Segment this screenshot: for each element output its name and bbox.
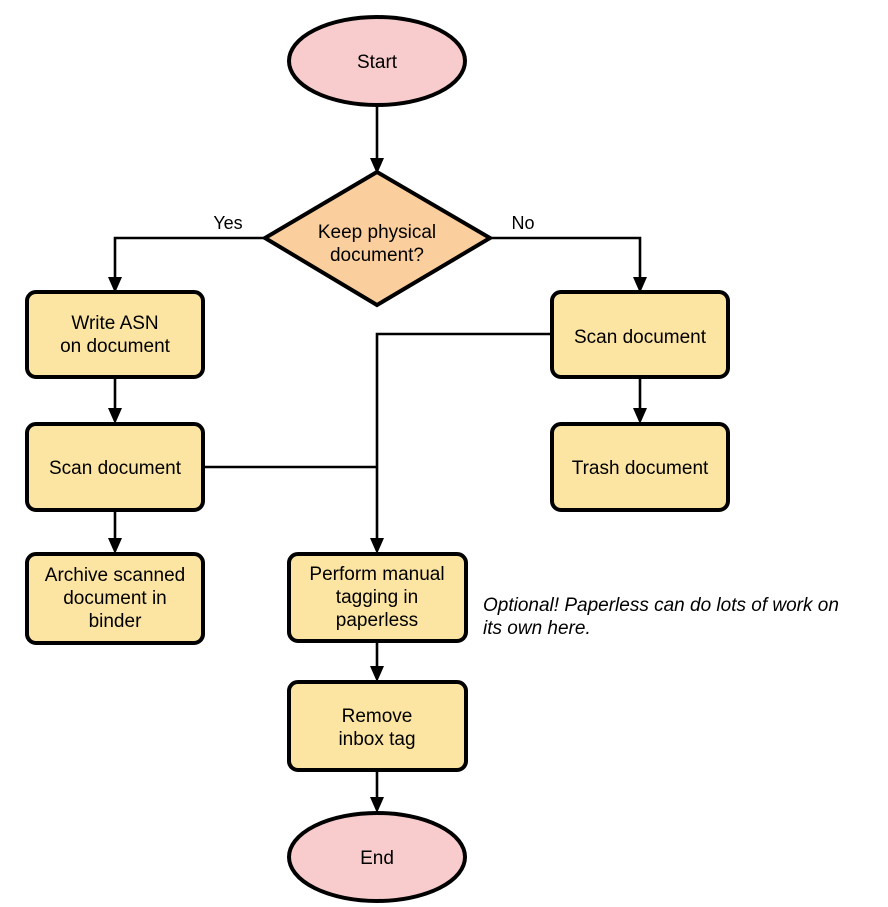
- tagging-label-line2: tagging in: [336, 587, 418, 608]
- edge-remove-tag-to-end: [370, 770, 384, 813]
- archive-label-line1: Archive scanned: [45, 565, 185, 586]
- remove-inbox-tag-label-line2: inbox tag: [338, 729, 415, 750]
- archive-box: [25, 552, 205, 645]
- node-scan-document-left[interactable]: Scan document: [25, 422, 205, 512]
- node-trash-document[interactable]: Trash document: [550, 422, 730, 512]
- decision-label-line1: Keep physical: [318, 222, 436, 243]
- edge-label-no: No: [511, 213, 534, 233]
- tagging-box: [287, 552, 468, 643]
- node-archive-scanned-document[interactable]: Archive scanned document in binder: [25, 552, 205, 645]
- node-scan-document-right[interactable]: Scan document: [550, 290, 730, 379]
- edge-scan-right-to-trash: [633, 377, 647, 424]
- decision-diamond: [261, 169, 494, 308]
- archive-label-line2: document in: [63, 588, 167, 609]
- note-line2: its own here.: [483, 618, 591, 639]
- scan-document-right-box: [550, 290, 730, 379]
- edge-write-asn-to-scan-left: [108, 377, 122, 424]
- remove-inbox-tag-box: [287, 680, 468, 772]
- note-line1: Optional! Paperless can do lots of work …: [483, 595, 839, 616]
- tagging-label-line3: paperless: [336, 610, 418, 631]
- scan-document-right-label: Scan document: [574, 327, 707, 348]
- note-optional-paperless: Optional! Paperless can do lots of work …: [483, 595, 839, 639]
- decision-label-line2: document?: [330, 245, 424, 266]
- edge-scan-left-to-archive: [108, 510, 122, 554]
- write-asn-box: [25, 290, 205, 379]
- end-ellipse: [287, 811, 467, 903]
- edge-decision-no-to-scan-right: [490, 236, 647, 293]
- edge-start-to-decision: [370, 105, 384, 174]
- scan-document-left-box: [25, 422, 205, 512]
- node-write-asn-on-document[interactable]: Write ASN on document: [25, 290, 205, 379]
- edge-scan-right-to-tagging: [370, 332, 552, 554]
- node-perform-manual-tagging[interactable]: Perform manual tagging in paperless: [287, 552, 468, 643]
- trash-document-box: [550, 422, 730, 512]
- tagging-label-line1: Perform manual: [309, 564, 444, 585]
- node-decision-keep-physical-document[interactable]: Keep physical document?: [261, 169, 494, 308]
- write-asn-label-line1: Write ASN: [71, 313, 158, 334]
- archive-label-line3: binder: [89, 611, 142, 632]
- edge-label-yes: Yes: [213, 213, 242, 233]
- write-asn-label-line2: on document: [60, 336, 171, 357]
- end-label: End: [360, 848, 394, 869]
- start-label: Start: [357, 52, 398, 73]
- node-start[interactable]: Start: [287, 15, 467, 107]
- node-end[interactable]: End: [287, 811, 467, 903]
- trash-document-label: Trash document: [572, 458, 709, 479]
- start-ellipse: [287, 15, 467, 107]
- remove-inbox-tag-label-line1: Remove: [342, 706, 413, 727]
- edge-decision-yes-to-write-asn: [108, 236, 265, 293]
- scan-document-left-label: Scan document: [49, 458, 182, 479]
- edge-tagging-to-remove-tag: [370, 641, 384, 682]
- node-remove-inbox-tag[interactable]: Remove inbox tag: [287, 680, 468, 772]
